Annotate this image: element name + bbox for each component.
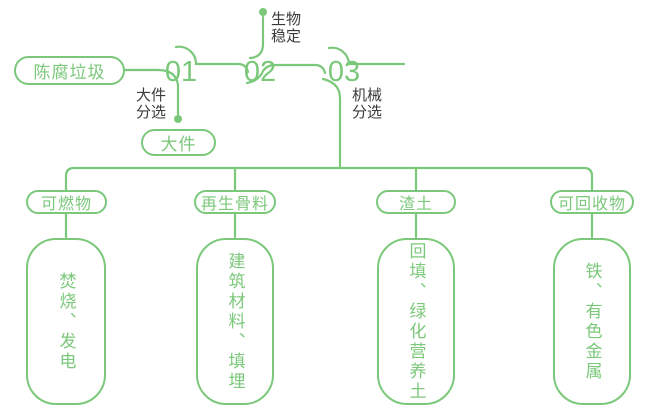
arc-over-step1 <box>174 45 250 74</box>
arc-over-step3 <box>327 46 406 66</box>
step-number-3: 03 <box>327 56 361 88</box>
node-dot-step1 <box>174 115 182 123</box>
node-detail-recyclables: 铁、有色金属 <box>553 238 631 405</box>
node-category-recycled-aggregate: 再生骨料 <box>194 190 276 214</box>
node-category-recyclables: 可回收物 <box>550 190 634 214</box>
line-step2-stem <box>248 15 265 60</box>
step-label-bulky-sorting: 大件分选 <box>136 87 167 121</box>
step-number-2: 02 <box>243 56 277 88</box>
detail-text-combustibles: 焚烧、发电 <box>56 271 76 372</box>
detail-text-recycled-aggregate: 建筑材料、填埋 <box>225 251 245 392</box>
node-detail-slag-soil: 回填、绿化营养土 <box>377 238 455 405</box>
node-root: 陈腐垃圾 <box>14 56 125 85</box>
line-step3-drop <box>321 77 342 170</box>
detail-text-recyclables: 铁、有色金属 <box>582 261 602 382</box>
line-root-to-step1 <box>123 68 180 116</box>
step-number-1: 01 <box>164 56 198 88</box>
node-detail-recycled-aggregate: 建筑材料、填埋 <box>196 238 274 405</box>
detail-text-slag-soil: 回填、绿化营养土 <box>406 241 426 402</box>
node-step1-output: 大件 <box>141 129 216 156</box>
step-label-mechanical-sorting: 机械分选 <box>352 87 383 121</box>
node-dot-step2 <box>259 8 267 16</box>
node-detail-combustibles: 焚烧、发电 <box>26 238 106 405</box>
node-category-combustibles: 可燃物 <box>26 190 107 214</box>
line-step2-to-step3 <box>245 63 327 85</box>
node-category-slag-soil: 渣土 <box>376 190 456 214</box>
branch-bar-line <box>64 166 594 192</box>
step-label-bio-stabilization: 生物稳定 <box>271 11 302 45</box>
